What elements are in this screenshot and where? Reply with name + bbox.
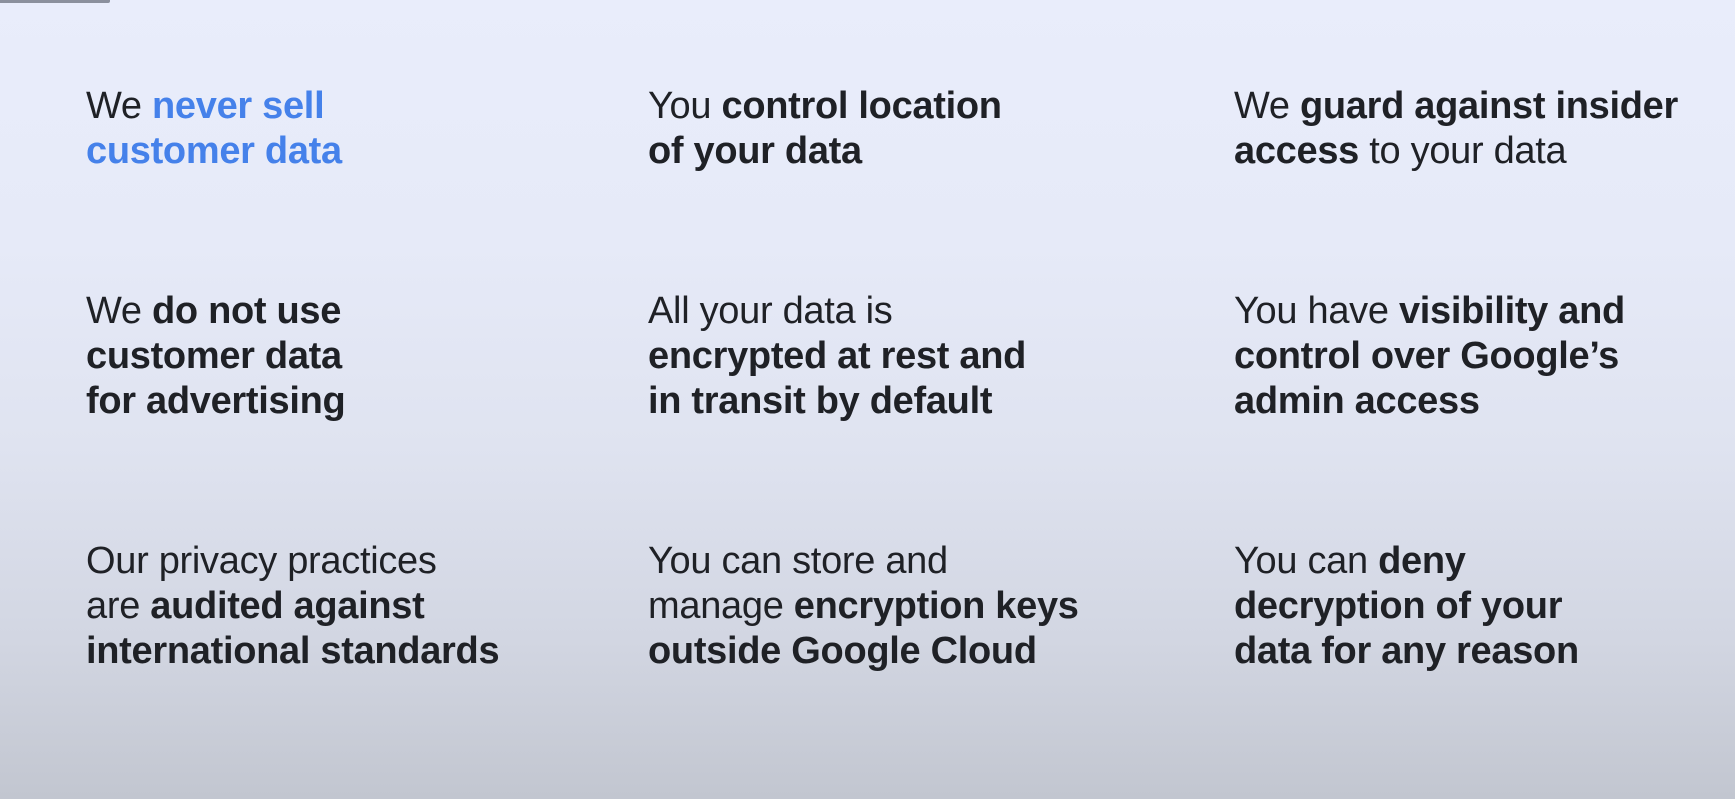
statement-segment: We [1234, 85, 1300, 127]
statement-segment: are [86, 585, 151, 627]
statement-segment: All your data is [648, 290, 893, 332]
statement-line: international standards [86, 629, 648, 674]
statement-segment: data for any reason [1234, 630, 1579, 672]
statement-line: admin access [1234, 379, 1735, 424]
statement-line: control over Google’s [1234, 334, 1735, 379]
statement-segment: encryption keys [793, 585, 1079, 627]
statement-line: manage encryption keys [648, 584, 1234, 629]
statement-line: We guard against insider [1234, 84, 1735, 129]
statement-line: for advertising [86, 379, 648, 424]
statement-segment: outside Google Cloud [648, 630, 1037, 672]
statement-segment: access [1234, 130, 1360, 172]
statement-line: in transit by default [648, 379, 1234, 424]
statement-segment: We [86, 85, 152, 127]
statement-segment: decryption of your [1234, 585, 1563, 627]
statement-line: You can store and [648, 539, 1234, 584]
statement-segment: Our privacy practices [86, 540, 437, 582]
statement-segment: never sell [151, 85, 325, 127]
letterbox-top-artifact [0, 0, 110, 3]
statement-line: You can deny [1234, 539, 1735, 584]
statement-segment: customer data [86, 130, 342, 172]
statement-line: customer data [86, 129, 648, 174]
statement-segment: of your data [648, 130, 862, 172]
statement-segment: You have [1234, 290, 1399, 332]
statement-line: of your data [648, 129, 1234, 174]
statement-line: Our privacy practices [86, 539, 648, 584]
statement-line: We do not use [86, 289, 648, 334]
statement-line: decryption of your [1234, 584, 1735, 629]
statement-segment: encrypted at rest and [648, 335, 1027, 377]
statement-segment: You can store and [648, 540, 948, 582]
statement-line: You control location [648, 84, 1234, 129]
statement-line: We never sell [86, 84, 648, 129]
statement-segment: to your data [1359, 130, 1567, 172]
statement-line: outside Google Cloud [648, 629, 1234, 674]
statement-segment: for advertising [86, 380, 346, 422]
statement-line: You have visibility and [1234, 289, 1735, 334]
statement-segment: manage [648, 585, 794, 627]
statement-segment: international standards [86, 630, 500, 672]
statement-segment: control over Google’s [1234, 335, 1620, 377]
statement-segment: You [648, 85, 722, 127]
statement-segment: control location [721, 85, 1002, 127]
statement-line: customer data [86, 334, 648, 379]
statement-segment: audited against [150, 585, 425, 627]
statement-segment: deny [1378, 540, 1466, 582]
statement-line: All your data is [648, 289, 1234, 334]
statement-line: are audited against [86, 584, 648, 629]
statement-line: encrypted at rest and [648, 334, 1234, 379]
statement-segment: visibility and [1398, 290, 1625, 332]
statement-segment: guard against insider [1299, 85, 1678, 127]
statement-segment: customer data [86, 335, 342, 377]
statement-segment: do not use [151, 290, 342, 332]
statement-line: data for any reason [1234, 629, 1735, 674]
statement-segment: You can [1234, 540, 1379, 582]
statement-segment: admin access [1234, 380, 1480, 422]
statement-segment: in transit by default [648, 380, 993, 422]
statement-line: access to your data [1234, 129, 1735, 174]
statement-segment: We [86, 290, 152, 332]
